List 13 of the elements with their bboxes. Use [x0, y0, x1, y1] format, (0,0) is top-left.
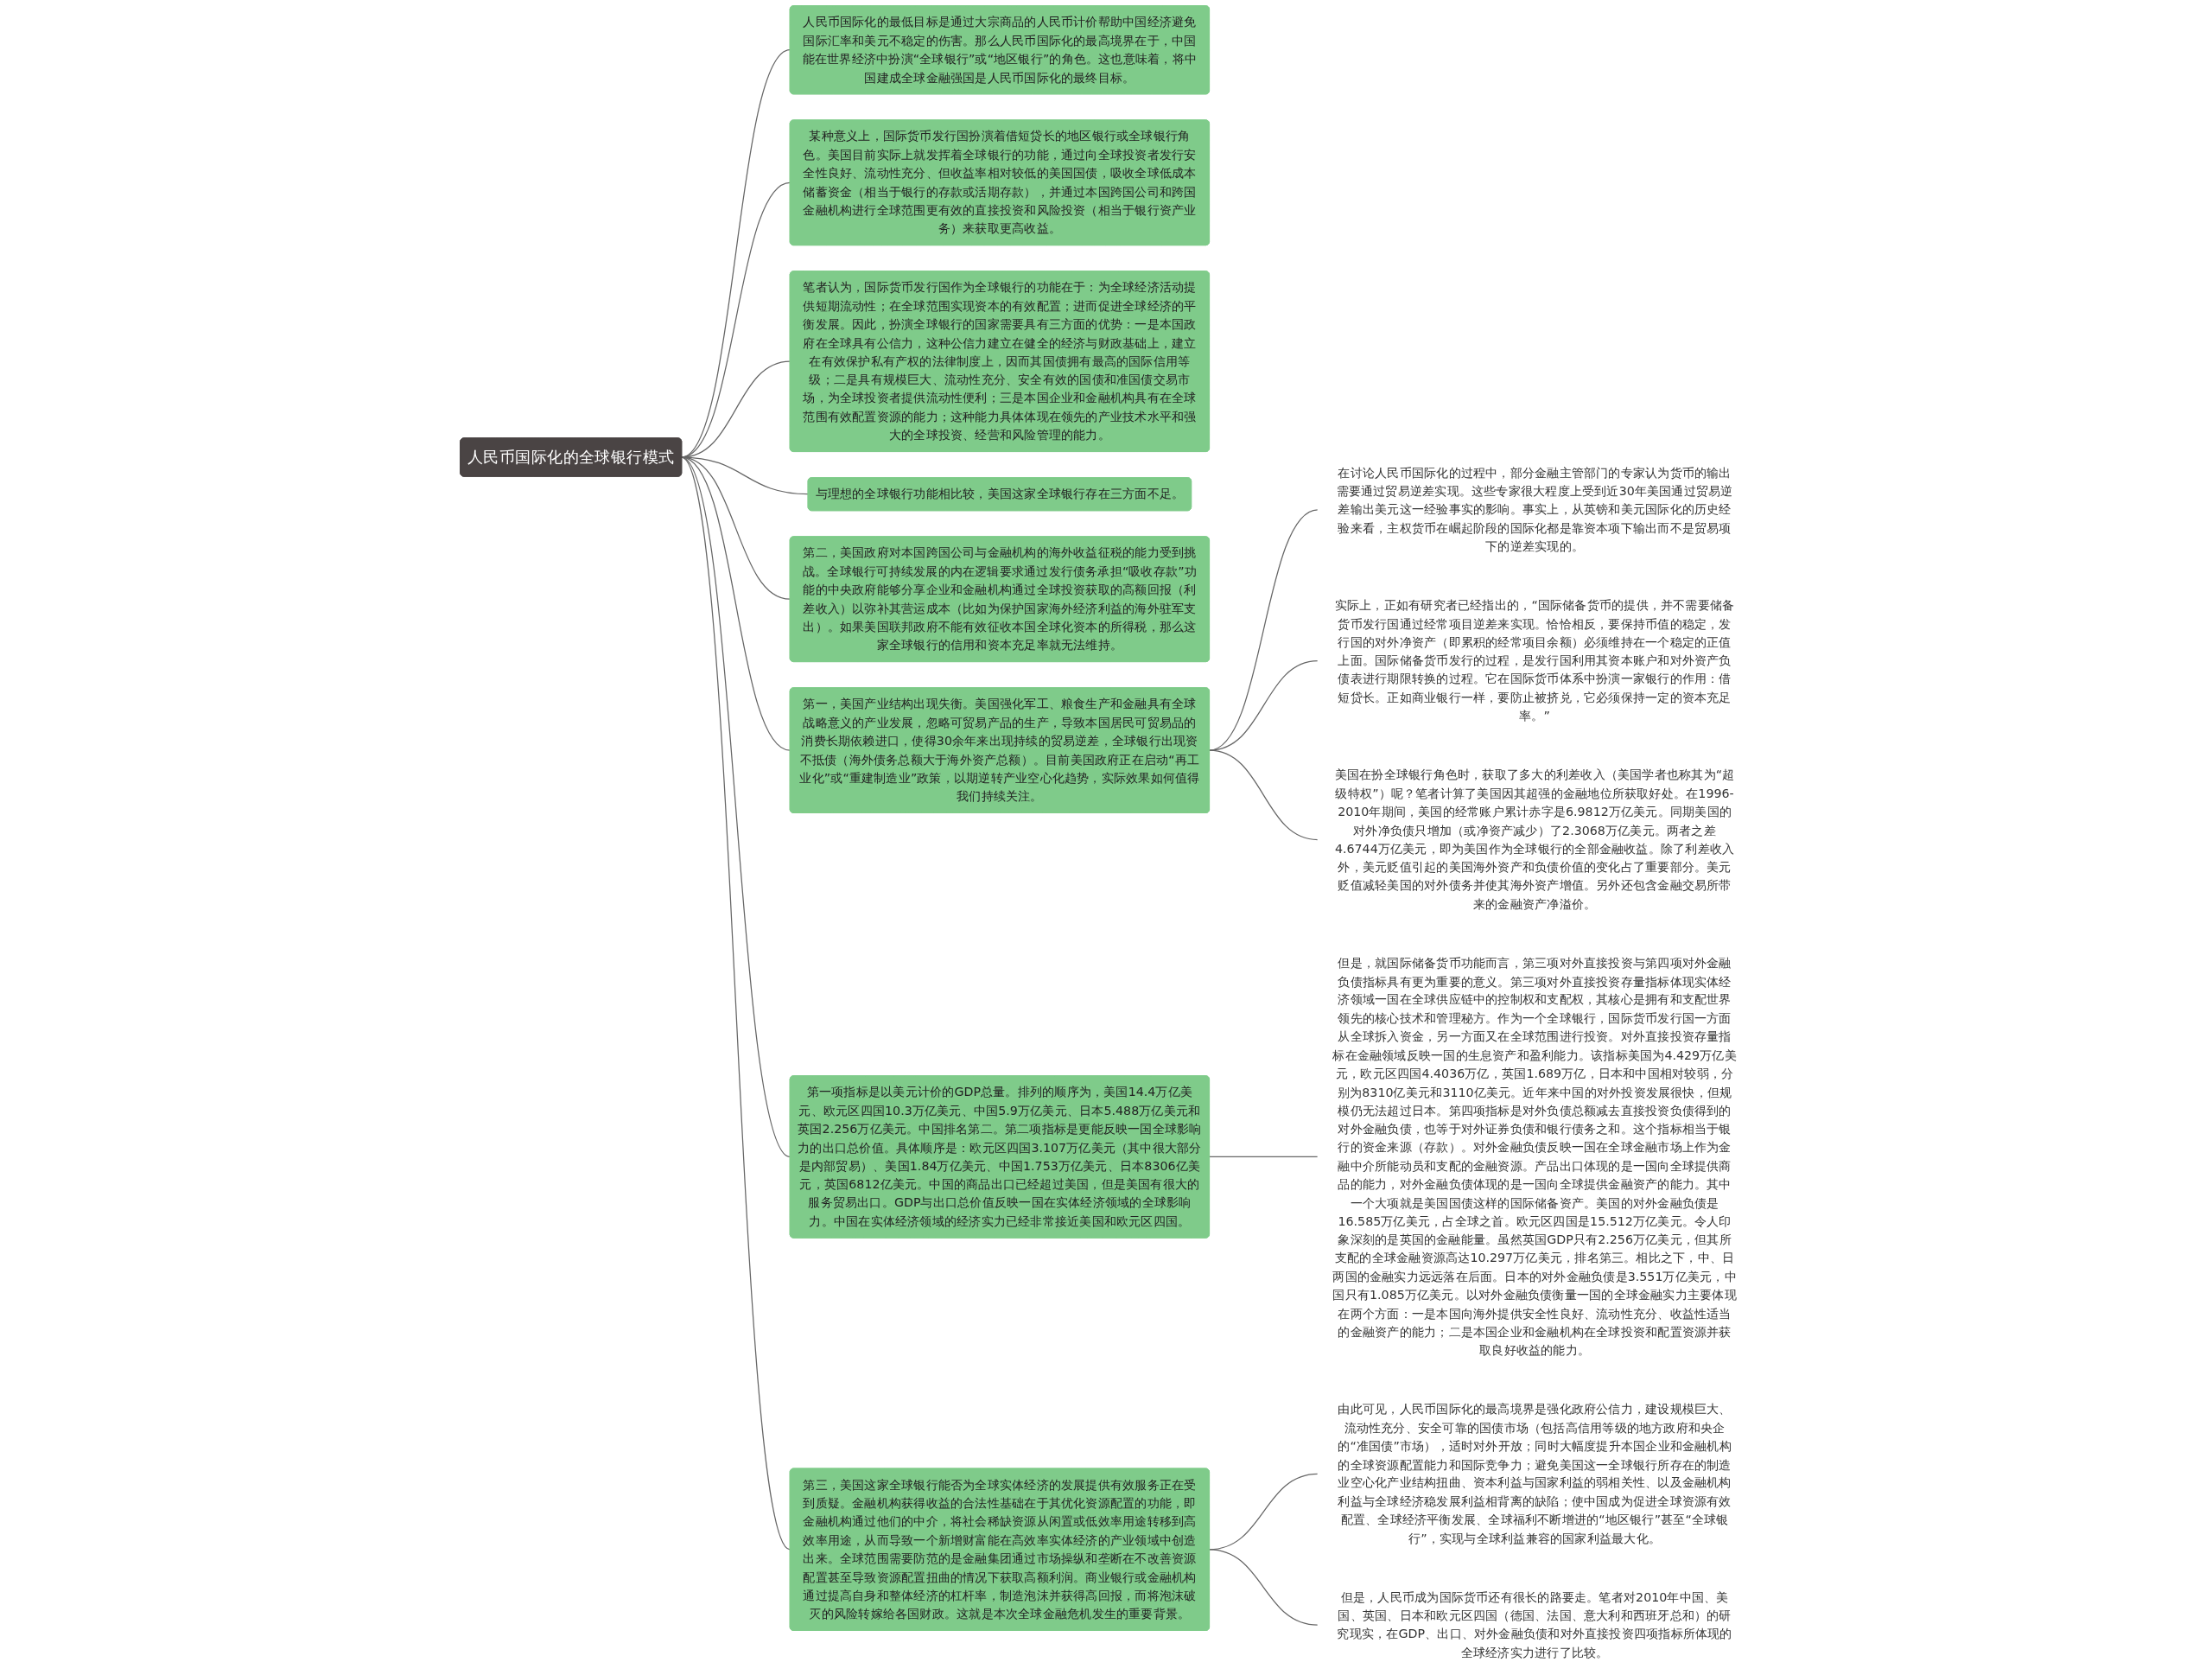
connector	[1209, 660, 1319, 751]
connector	[1209, 509, 1319, 751]
node-text: 由此可见，人民币国际化的最高境界是强化政府公信力，建设规模巨大、流动性充分、安全可靠的国债市场（包括高信用等级的地方政府和央企的“准国债”市场），适时对外开放；同时大幅度提升本国企业和金融机构的全球资源配置能力和国际竞争力；避免美国这一全球银行所存在的制造业空心化产业结构扭曲、资本利益与国家利益的弱相关性、以及金融机构利益与全球经济稳发展利益相背离的缺陷；使中国成为促进全球资源有效配置、全球经济平衡发展、全球福利不断增进的“地区银行”甚至“全球银行”，实现与全球利益兼容的国家利益最大化。	[1338, 1401, 1732, 1545]
connector	[681, 456, 791, 1551]
node-text: 实际上，正如有研究者已经指出的，“国际储备货币的提供，并不需要储备货币发行国通过经常项目逆差来实现。恰恰相反，要保持币值的稳定，发行国的对外净资产（即累积的经常项目余额）必须维持在一个稳定的正值上面。国际储备货币发行的过程，是发行国利用其资本账户和对外资产负债表进行期限转换的过程。它在国际货币体系中扮演一家银行的作用：借短贷长。正如商业银行一样，要防止被挤兑，它必须保持一定的资本充足率。”	[1334, 597, 1735, 723]
connector	[1209, 749, 1319, 841]
node-text: 但是，就国际储备货币功能而言，第三项对外直接投资与第四项对外金融负债指标具有更为重要的意义。第三项对外直接投资存量指标体现实体经济领域一国在全球供应链中的控制权和支配权，其核心是拥有和支配世界领先的核心技术和管理秘方。作为一个全球银行，国际货币发行国一方面从全球拆入资金，另一方面又在全球范围进行投资。对外直接投资存量指标在金融领域反映一国的生息资产和盈利能力。该指标美国为4.429万亿美元，欧元区四国4.4036万亿，英国1.689万亿，日本和中国相对较弱，分别为8310亿美元和3110亿美元。近年来中国的对外投资发展很快，但规模仍无法超过日本。第四项指标是对外负债总额减去直接投资负债得到的对外金融负债，也等于对外证券负债和银行债务之和。这个指标相当于银行的资金来源（存款）。对外金融负债反映一国在全球金融市场上作为金融中介所能动员和支配的金融资源。产品出口体现的是一国向全球提供商品的能力，对外金融负债体现的是一国向全球提供金融资产的能力。其中一个大项就是美国国债这样的国际储备资产。美国的对外金融负债是16.585万亿美元，占全球之首。欧元区四国是15.512万亿美元。令人印象深刻的是英国的金融能量。虽然英国GDP只有2.256万亿美元，但其所支配的全球金融资源高达10.297万亿美元，排名第三。相比之下，中、日两国的金融实力远远落在后面。日本的对外金融负债是3.551万亿美元，中国只有1.085万亿美元。以对外金融负债衡量一国的全球金融实力主要体现在两个方面：一是本国向海外提供安全性良好、流动性充分、收益性适当的金融资产的能力；二是本国企业和金融机构在全球投资和配置资源并获取良好收益的能力。	[1332, 955, 1737, 1358]
node-text: 在讨论人民币国际化的过程中，部分金融主管部门的专家认为货币的输出需要通过贸易逆差实现。这些专家很大程度上受到近30年美国通过贸易逆差输出美元这一经验事实的影响。事实上，从英镑和美元国际化的历史经验来看，主权货币在崛起阶段的国际化都是靠资本项下输出而不是贸易项下的逆差实现的。	[1336, 465, 1733, 554]
node-text: 美国在扮全球银行角色时，获取了多大的利差收入（美国学者也称其为“超级特权”）呢？笔者计算了美国因其超强的金融地位所获取好处。在1996-2010年期间，美国的经常账户累计赤字是6.9812万亿美元。同期美国的对外净负债只增加（或净资产减少）了2.3068万亿美元。两者之差4.6744万亿美元，即为美国作为全球银行的全部金融收益。除了利差收入外，美元贬值引起的美国海外资产和负债价值的变化占了重要部分。美元贬值减轻美国的对外债务并使其海外资产增值。另外还包含金融交易所带来的金融资产净溢价。	[1334, 767, 1735, 911]
connector	[1209, 1156, 1319, 1158]
connector	[1209, 1549, 1319, 1626]
connector	[681, 456, 791, 1158]
node-text: 但是，人民币成为国际货币还有很长的路要走。笔者对2010年中国、美国、英国、日本和欧元区四国（德国、法国、意大利和西班牙总和）的研究现实，在GDP、出口、对外金融负债和对外直接投资四项指标所体现的全球经济实力进行了比较。	[1337, 1589, 1732, 1659]
